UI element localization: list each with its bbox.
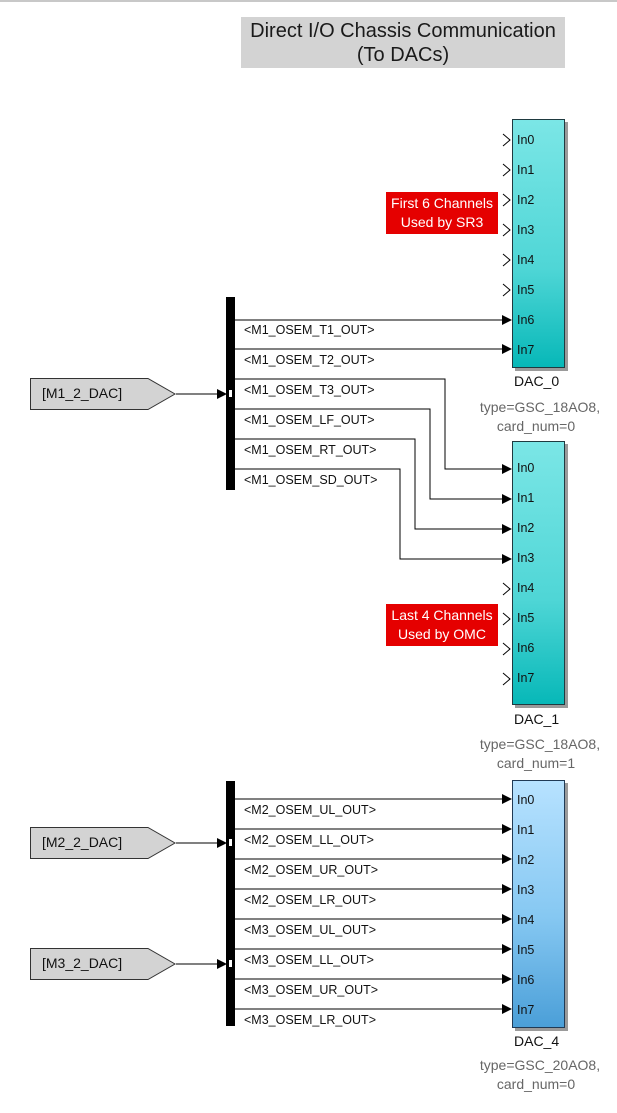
from-block-label: [M3_2_DAC] xyxy=(42,955,123,971)
note-last-channels: Last 4 Channels Used by OMC xyxy=(386,604,498,646)
dac-1-block[interactable]: In0 In1 In2 In3 In4 In5 In6 In7 xyxy=(512,441,565,705)
signal-label: <M3_OSEM_UR_OUT> xyxy=(244,983,379,997)
dac1-port-in4: In4 xyxy=(517,581,535,595)
bus-port-m1 xyxy=(228,389,233,398)
signal-label: <M1_OSEM_SD_OUT> xyxy=(244,473,378,487)
dac4-port-in0: In0 xyxy=(517,793,535,807)
signal-label: <M2_OSEM_LR_OUT> xyxy=(244,893,376,907)
dac1-port-in6: In6 xyxy=(517,641,535,655)
dac0-port-in0: In0 xyxy=(517,133,535,147)
dac-1-params: type=GSC_18AO8, card_num=1 xyxy=(470,735,610,773)
dac4-port-in2: In2 xyxy=(517,853,535,867)
dac0-port-in1: In1 xyxy=(517,163,535,177)
from-block-shape xyxy=(30,827,176,859)
bus-port-m2 xyxy=(228,838,233,847)
note-first-channels: First 6 Channels Used by SR3 xyxy=(386,192,498,234)
dac-0-type: type=GSC_18AO8, xyxy=(479,399,601,415)
dac4-port-in7: In7 xyxy=(517,1003,535,1017)
dac1-port-in2: In2 xyxy=(517,521,535,535)
note-first-line-1: First 6 Channels xyxy=(391,195,493,211)
from-block-label: [M2_2_DAC] xyxy=(42,834,123,850)
dac-1-type: type=GSC_18AO8, xyxy=(479,736,601,752)
signal-label: <M3_OSEM_LR_OUT> xyxy=(244,1013,376,1027)
signal-label: <M2_OSEM_LL_OUT> xyxy=(244,833,374,847)
dac0-port-in2: In2 xyxy=(517,193,535,207)
dac-4-card: card_num=0 xyxy=(496,1076,576,1092)
dac-4-block[interactable]: In0 In1 In2 In3 In4 In5 In6 In7 xyxy=(512,780,565,1028)
dac4-port-in4: In4 xyxy=(517,913,535,927)
from-block-shape xyxy=(30,378,176,410)
dac1-port-in7: In7 xyxy=(517,671,535,685)
dac1-port-in1: In1 xyxy=(517,491,535,505)
from-block-shape xyxy=(30,948,176,980)
dac-0-block[interactable]: In0 In1 In2 In3 In4 In5 In6 In7 xyxy=(512,119,565,368)
signal-label: <M1_OSEM_T3_OUT> xyxy=(244,383,375,397)
dac0-port-in3: In3 xyxy=(517,223,535,237)
signal-label: <M1_OSEM_RT_OUT> xyxy=(244,443,377,457)
dac0-port-in7: In7 xyxy=(517,343,535,357)
signal-label: <M1_OSEM_LF_OUT> xyxy=(244,413,375,427)
from-block-m3[interactable]: [M3_2_DAC] xyxy=(30,948,176,980)
dac4-port-in5: In5 xyxy=(517,943,535,957)
dac-0-name: DAC_0 xyxy=(514,373,560,389)
dac0-unconnected-inputs xyxy=(502,133,511,297)
diagram-title: Direct I/O Chassis Communication (To DAC… xyxy=(241,17,565,68)
dac1-unconnected-inputs xyxy=(502,582,511,686)
signal-label: <M1_OSEM_T1_OUT> xyxy=(244,323,375,337)
from-block-m1[interactable]: [M1_2_DAC] xyxy=(30,378,176,410)
signal-label: <M2_OSEM_UL_OUT> xyxy=(244,803,376,817)
top-border xyxy=(0,0,617,2)
bus-selector-m2-m3[interactable] xyxy=(226,781,235,1026)
dac1-port-in0: In0 xyxy=(517,461,535,475)
note-last-line-2: Used by OMC xyxy=(398,626,486,642)
dac4-port-in6: In6 xyxy=(517,973,535,987)
signal-label: <M2_OSEM_UR_OUT> xyxy=(244,863,379,877)
dac1-port-in3: In3 xyxy=(517,551,535,565)
dac-1-card: card_num=1 xyxy=(496,755,576,771)
signal-label: <M1_OSEM_T2_OUT> xyxy=(244,353,375,367)
dac1-port-in5: In5 xyxy=(517,611,535,625)
dac-4-type: type=GSC_20AO8, xyxy=(479,1057,601,1073)
title-line-2: (To DACs) xyxy=(356,44,450,66)
note-first-line-2: Used by SR3 xyxy=(400,214,484,230)
title-line-1: Direct I/O Chassis Communication xyxy=(250,20,556,42)
bus-port-m3 xyxy=(228,959,233,968)
dac4-port-in3: In3 xyxy=(517,883,535,897)
dac0-port-in4: In4 xyxy=(517,253,535,267)
signal-label: <M3_OSEM_LL_OUT> xyxy=(244,953,374,967)
dac-4-params: type=GSC_20AO8, card_num=0 xyxy=(470,1056,610,1094)
dac-0-card: card_num=0 xyxy=(496,418,576,434)
dac4-port-in1: In1 xyxy=(517,823,535,837)
dac-0-params: type=GSC_18AO8, card_num=0 xyxy=(470,398,610,436)
dac0-port-in5: In5 xyxy=(517,283,535,297)
dac-1-name: DAC_1 xyxy=(514,711,560,727)
note-last-line-1: Last 4 Channels xyxy=(391,607,493,623)
from-block-m2[interactable]: [M2_2_DAC] xyxy=(30,827,176,859)
dac0-port-in6: In6 xyxy=(517,313,535,327)
signal-label: <M3_OSEM_UL_OUT> xyxy=(244,923,376,937)
from-block-label: [M1_2_DAC] xyxy=(42,385,123,401)
dac-4-name: DAC_4 xyxy=(514,1033,560,1049)
